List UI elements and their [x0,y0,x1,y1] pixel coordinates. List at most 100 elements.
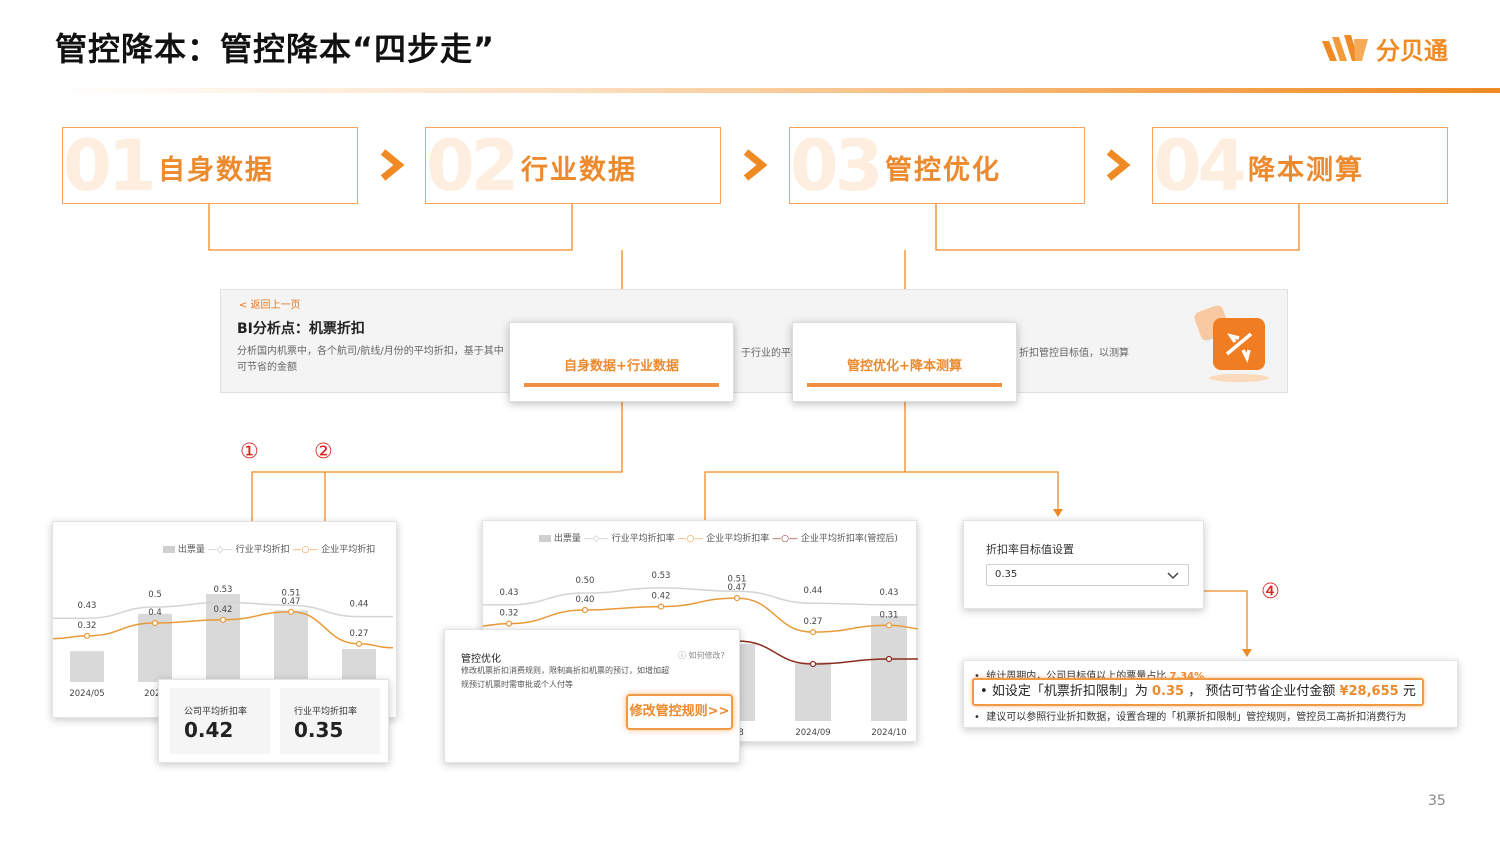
bullet: • [974,712,987,723]
header-divider [45,88,1500,93]
x-tick-label: 2024/05 [69,689,104,699]
x-tick-label: 2024/10 [871,728,906,738]
callout-label: 自身数据+行业数据 [564,359,679,374]
modify-control-rule-button[interactable]: 修改管控规则>> [626,694,733,730]
marker-2: ② [314,439,333,463]
legend-swatch-industry: —◇— [207,545,233,555]
kpi-card-company: 公司平均折扣率 0.42 [170,688,270,754]
legend-item: 行业平均折扣 [235,545,290,555]
callout-self-industry: 自身数据+行业数据 [509,322,734,402]
point-controlled [809,660,817,668]
result-line-1: • 统计周期内，公司目标值以上的票量占比 7.34% [974,667,1204,682]
flight-ticket-icon [1194,305,1269,382]
hl-text: 如设定「机票折扣限制」为 [991,684,1148,699]
line-industry [53,601,393,619]
data-label-industry: 0.43 [880,588,899,598]
step-number: 02 [426,125,519,207]
step-number: 03 [790,125,883,207]
data-label-company: 0.32 [500,609,519,619]
data-label-company: 0.27 [804,617,823,627]
step-label: 管控优化 [885,155,1001,186]
data-label-industry: 0.53 [214,585,233,595]
result-pct: 7.34% [1169,671,1205,682]
how-to-modify-link[interactable]: ⓘ 如何修改? [678,651,725,660]
callout-underline [524,383,719,387]
hl-text: ， 预估可节省企业付金额 [1188,684,1336,699]
x-tick-label: 2024 [144,689,166,699]
logo-text: 分贝通 [1376,36,1448,65]
legend-item: 企业平均折扣 [321,545,376,555]
point-company [581,606,589,614]
bi-desc-line2: 可节省的金额 [237,362,297,373]
legend-swatch-industry: —◇— [583,534,609,544]
control-description: 修改机票折扣消费规则，限制高折扣机票的预订，如增加超 规预订机票时需审批或个人付… [461,664,669,692]
bar-volume [871,616,907,721]
bi-desc-line1: 分析国内机票中，各个航司/航线/月份的平均折扣，基于其中 [237,346,504,357]
discount-target-setting-panel: 折扣率目标值设置 0.35 [963,520,1204,609]
data-label-company: 0.42 [214,605,233,615]
data-label-industry: 0.5 [148,590,162,600]
step-2-box: 02 行业数据 [425,125,721,207]
chevron-right-icon [380,149,405,181]
hl-unit: 元 [1402,684,1416,699]
hl-value: 0.35 [1151,684,1185,699]
point-company [505,620,513,627]
data-label-industry: 0.51 [728,574,747,584]
bar-volume [274,610,308,682]
legend-swatch-controlled: —○— [772,534,798,544]
bi-title: BI分析点：机票折扣 [237,321,365,337]
result-line-3: • 建议可以参照行业折扣数据，设置合理的「机票折扣限制」管控规则，管控员工高折扣… [974,708,1406,723]
point-controlled [885,655,893,663]
select-value: 0.35 [995,569,1018,580]
point-company [151,619,159,627]
line-industry [483,587,918,606]
marker-1: ① [240,439,259,463]
point-company [733,594,741,602]
page-title: 管控降本：管控降本“四步走” [55,30,496,68]
data-label-industry: 0.51 [282,588,301,598]
kpi-label: 行业平均折扣率 [294,707,358,717]
bar-volume [795,662,831,721]
step-label: 行业数据 [521,155,637,186]
setting-title: 折扣率目标值设置 [986,543,1074,556]
bullet: • [974,671,987,682]
data-label-company: 0.47 [282,597,301,607]
bullet: • [980,684,992,699]
data-label-company: 0.32 [78,621,97,631]
point-company [885,622,893,629]
bi-desc-middle: 于行业的平均 [741,348,801,359]
bi-description: 分析国内机票中，各个航司/航线/月份的平均折扣，基于其中 可节省的金额 [237,344,504,376]
bar-volume [342,649,376,682]
point-company [83,632,91,639]
step-3-box: 03 管控优化 [789,125,1085,207]
data-label-company: 0.31 [880,610,899,620]
legend-swatch-company: —○— [677,534,704,544]
kpi-label: 公司平均折扣率 [184,707,248,717]
discount-target-select[interactable]: 0.35 [986,564,1189,586]
legend-swatch-volume [539,535,551,542]
kpi-panel: 公司平均折扣率 0.42 行业平均折扣率 0.35 [158,679,389,763]
bi-analysis-panel: < 返回上一页 BI分析点：机票折扣 分析国内机票中，各个航司/航线/月份的平均… [220,289,1288,393]
callout-control-saving: 管控优化+降本测算 [792,322,1017,402]
step-4-box: 04 降本测算 [1152,127,1448,205]
legend-swatch-volume [163,546,175,553]
back-link[interactable]: < 返回上一页 [239,300,301,311]
legend-item: 行业平均折扣率 [611,534,675,544]
data-label-company: 0.42 [652,592,671,602]
control-desc-line1: 修改机票折扣消费规则，限制高折扣机票的预订，如增加超 [461,666,669,675]
chevron-right-icon [743,149,768,181]
chevron-down-icon [1167,572,1179,580]
result-text: 建议可以参照行业折扣数据，设置合理的「机票折扣限制」管控规则，管控员工高折扣消费… [986,712,1407,723]
page-number: 35 [1428,793,1446,809]
brand-logo: 分贝通 [1320,30,1470,66]
step-1-box: 01 自身数据 [62,127,358,205]
hl-amount: ¥28,655 [1339,684,1399,699]
control-desc-line2: 规预订机票时需审批或个人付等 [461,680,573,689]
data-label-industry: 0.43 [500,588,519,598]
point-company [809,628,817,636]
x-tick-label: 2024/09 [795,728,830,738]
logo-mark-icon [1322,35,1368,61]
data-label-industry: 0.43 [78,601,97,611]
